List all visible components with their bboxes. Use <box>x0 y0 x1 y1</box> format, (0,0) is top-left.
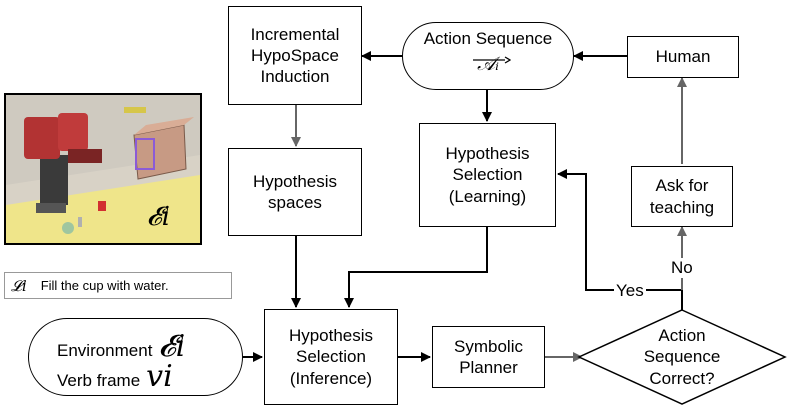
hypothesis-selection-inference-box: Hypothesis Selection (Inference) <box>264 309 398 405</box>
no-edge-label: No <box>669 258 695 278</box>
hypothesis-selection-inference-label: Hypothesis Selection (Inference) <box>288 326 374 388</box>
symbolic-planner-box: Symbolic Planner <box>432 326 545 388</box>
edge-learning-to-inference <box>344 227 488 308</box>
verb-frame-label: Verb frame <box>57 371 141 390</box>
human-label: Human <box>655 47 711 67</box>
yes-edge-label: Yes <box>614 281 646 301</box>
action-sequence-symbol: 𝒜ᵢ <box>477 53 499 75</box>
robot-scene-image: 𝓔i <box>4 93 202 245</box>
robot-scene-illustration <box>6 95 200 243</box>
action-sequence-label: Action Sequence <box>423 29 553 48</box>
language-symbol: 𝓛i <box>11 276 27 295</box>
decision-diamond-shape <box>577 309 787 405</box>
action-sequence-correct-decision: Action Sequence Correct? <box>622 318 742 396</box>
hypothesis-selection-learning-box: Hypothesis Selection (Learning) <box>419 123 556 227</box>
incremental-hyposspace-induction-box: Incremental HypoSpace Induction <box>228 6 362 105</box>
incremental-hyposspace-induction-label: Incremental HypoSpace Induction <box>250 24 340 87</box>
language-instruction: 𝓛i Fill the cup with water. <box>4 272 232 299</box>
ask-for-teaching-label: Ask for teaching <box>649 176 715 217</box>
verb-frame-symbol: vi <box>146 359 173 394</box>
human-box: Human <box>627 36 739 78</box>
scene-environment-symbol: 𝓔i <box>146 202 170 232</box>
symbolic-planner-label: Symbolic Planner <box>454 336 523 377</box>
environment-symbol: 𝓔i <box>158 329 186 364</box>
decision-label: Action Sequence Correct? <box>643 326 721 388</box>
hypothesis-spaces-label: Hypothesis spaces <box>252 171 338 212</box>
environment-input-node: Environment 𝓔i Verb frame vi <box>28 318 243 396</box>
language-text: Fill the cup with water. <box>40 278 169 293</box>
environment-label: Environment <box>57 341 153 360</box>
hypothesis-selection-learning-label: Hypothesis Selection (Learning) <box>445 144 530 206</box>
edge-decision-yes-to-learning <box>557 169 683 312</box>
ask-for-teaching-box: Ask for teaching <box>631 166 733 227</box>
hypothesis-spaces-box: Hypothesis spaces <box>228 148 362 236</box>
action-sequence-node: Action Sequence 𝒜ᵢ <box>402 22 574 90</box>
overarrow-icon <box>473 56 511 64</box>
